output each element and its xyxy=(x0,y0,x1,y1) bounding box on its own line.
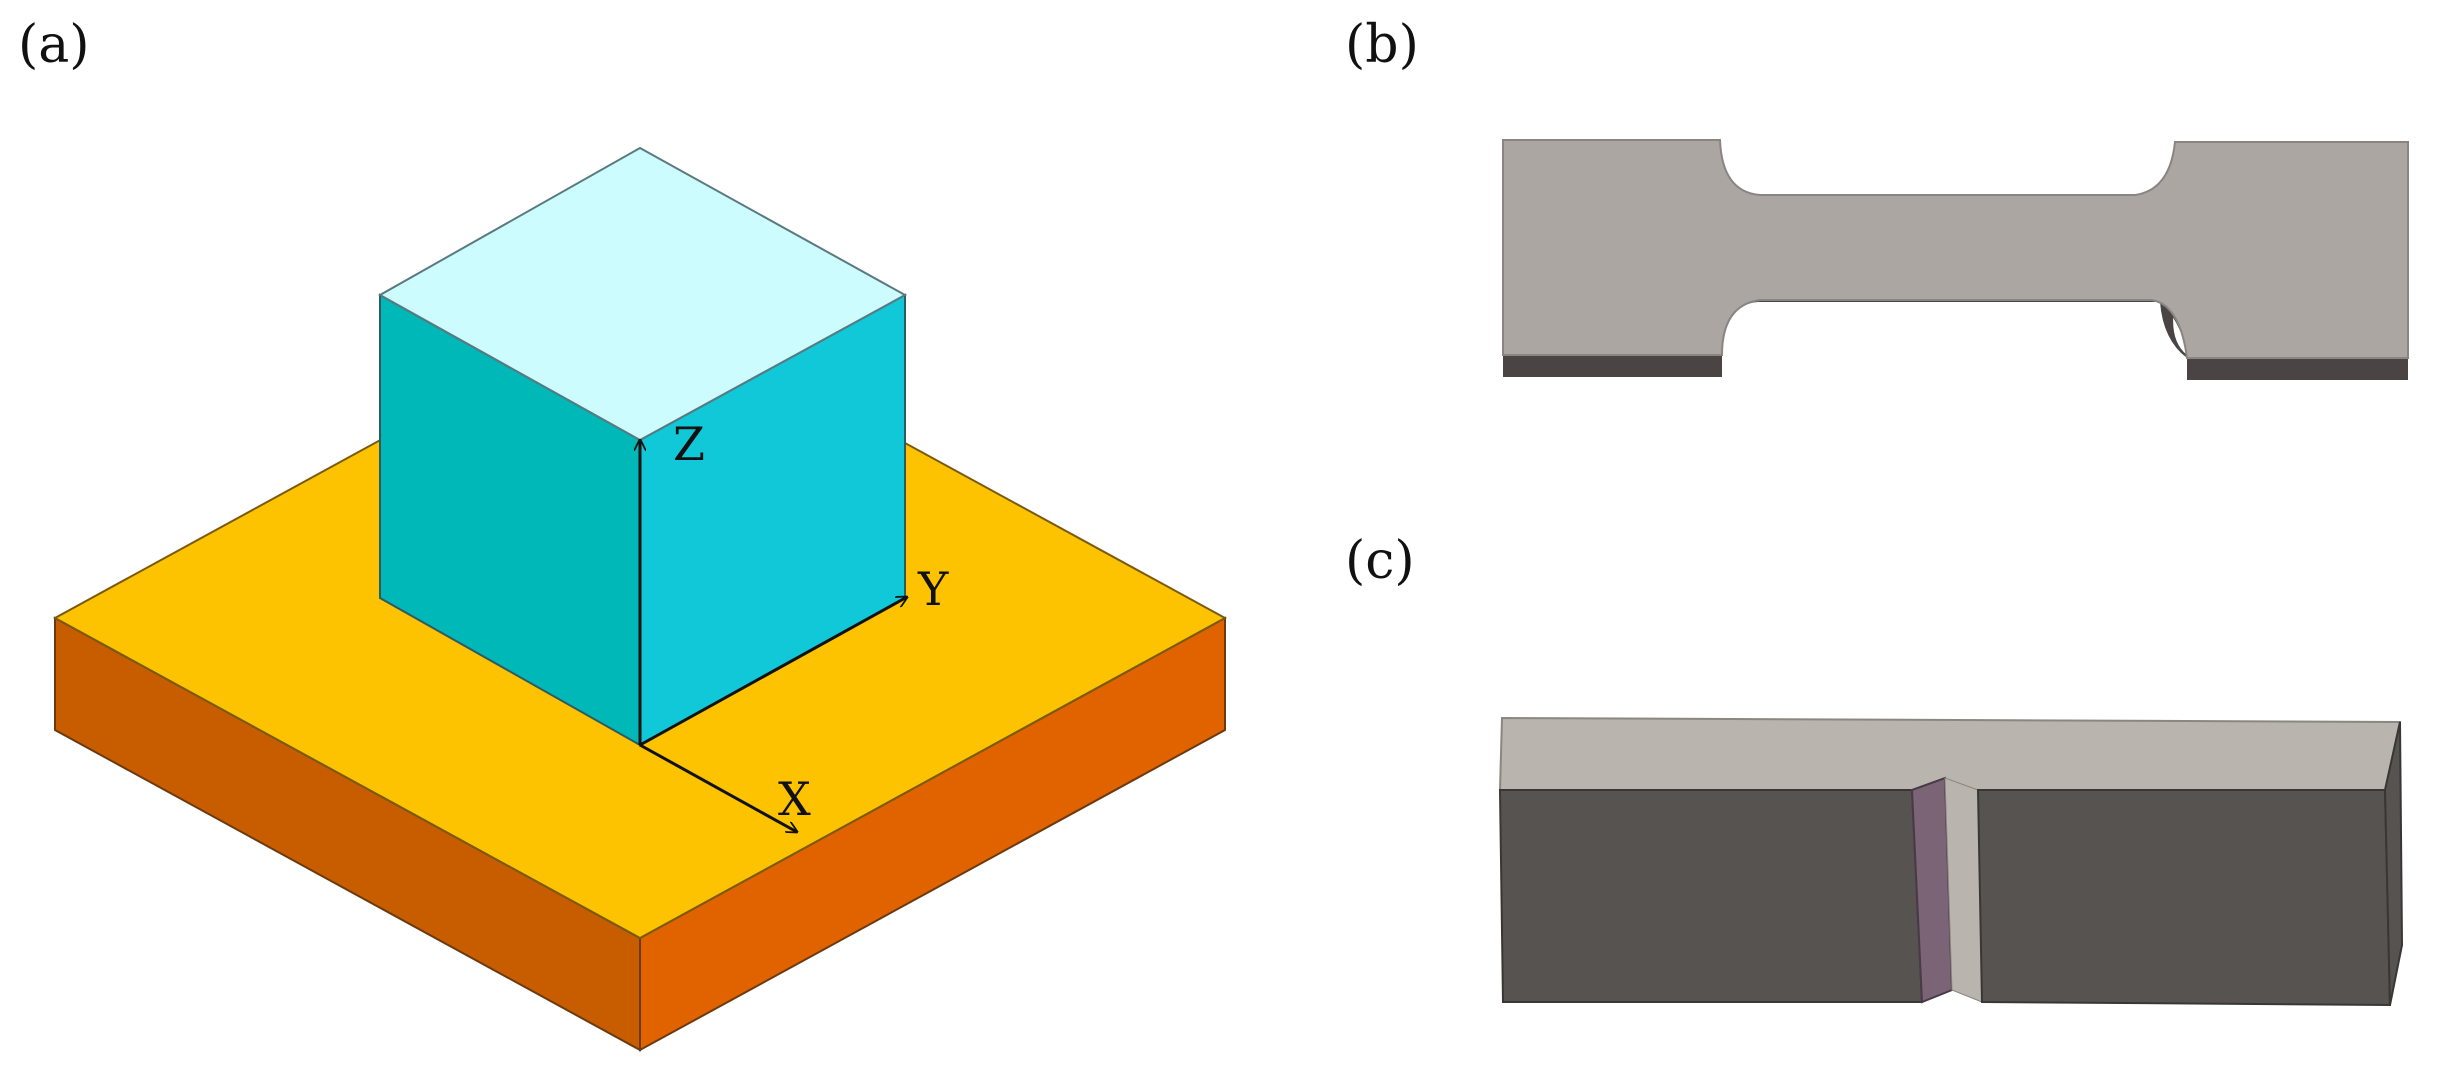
notched-specimen xyxy=(1498,716,2404,1007)
notched-front-face-right xyxy=(1976,789,2392,1007)
x-axis-label: X xyxy=(778,772,811,826)
notched-front-face-left xyxy=(1498,789,1924,1003)
cube xyxy=(377,146,908,747)
panel-c-label: (c) xyxy=(1345,531,1415,591)
tensile-specimen xyxy=(1502,139,2409,380)
z-axis-label: Z xyxy=(673,417,705,471)
notched-top-face xyxy=(1498,716,2402,791)
x-axis-arrow xyxy=(639,743,797,832)
notched-end-face xyxy=(2383,721,2404,1006)
panel-b: (b) xyxy=(1345,15,2409,380)
coordinate-axes: Z Y X xyxy=(640,417,949,832)
panel-b-label: (b) xyxy=(1345,15,1419,75)
panel-a: (a) Z Y X xyxy=(18,15,1228,1052)
panel-a-label: (a) xyxy=(18,15,90,75)
y-axis-label: Y xyxy=(917,562,949,616)
specimen-right-grip-edge xyxy=(2187,358,2408,380)
specimen-top-face xyxy=(1502,139,2409,359)
specimen-left-grip-edge xyxy=(1503,355,1722,377)
y-axis-arrow xyxy=(639,597,907,747)
panel-c: (c) xyxy=(1345,531,2404,1007)
